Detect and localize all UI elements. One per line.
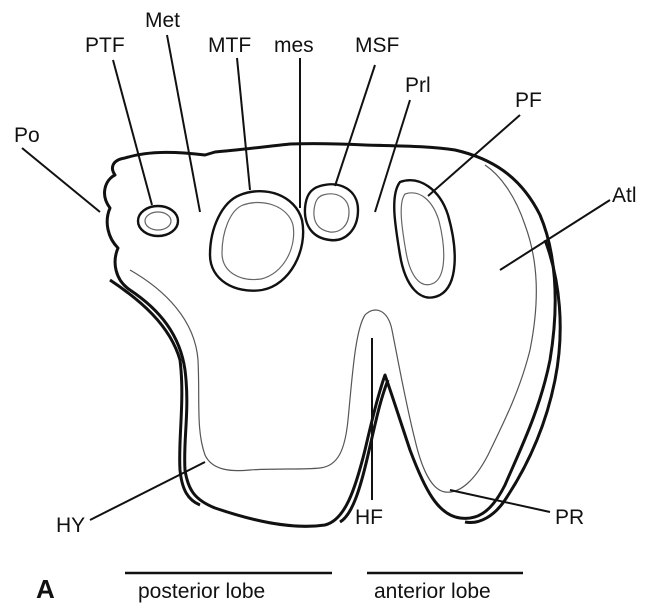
label-ptf: PTF <box>85 34 125 57</box>
leader-hy <box>90 462 205 520</box>
leader-ptf <box>113 60 152 205</box>
leader-msf <box>335 65 375 186</box>
posterior-lobe-label: posterior lobe <box>138 580 265 603</box>
label-mes: mes <box>274 34 314 57</box>
leader-atl <box>500 200 610 270</box>
leader-met <box>167 35 200 212</box>
ptf-fossette <box>138 206 178 236</box>
leader-pf <box>428 115 520 196</box>
mtf-fossette <box>210 191 303 291</box>
label-po: Po <box>14 124 40 147</box>
label-met: Met <box>145 9 180 32</box>
label-hy: HY <box>56 514 85 537</box>
label-pr: PR <box>555 506 584 529</box>
label-hf: HF <box>355 506 383 529</box>
label-prl: Prl <box>405 74 431 97</box>
leader-mtf <box>237 58 250 190</box>
label-mtf: MTF <box>208 34 251 57</box>
label-atl: Atl <box>612 184 637 207</box>
label-msf: MSF <box>355 34 399 57</box>
anterior-lobe-label: anterior lobe <box>374 580 491 603</box>
leader-po <box>22 148 100 212</box>
label-pf: PF <box>515 89 542 112</box>
panel-label: A <box>36 574 55 604</box>
